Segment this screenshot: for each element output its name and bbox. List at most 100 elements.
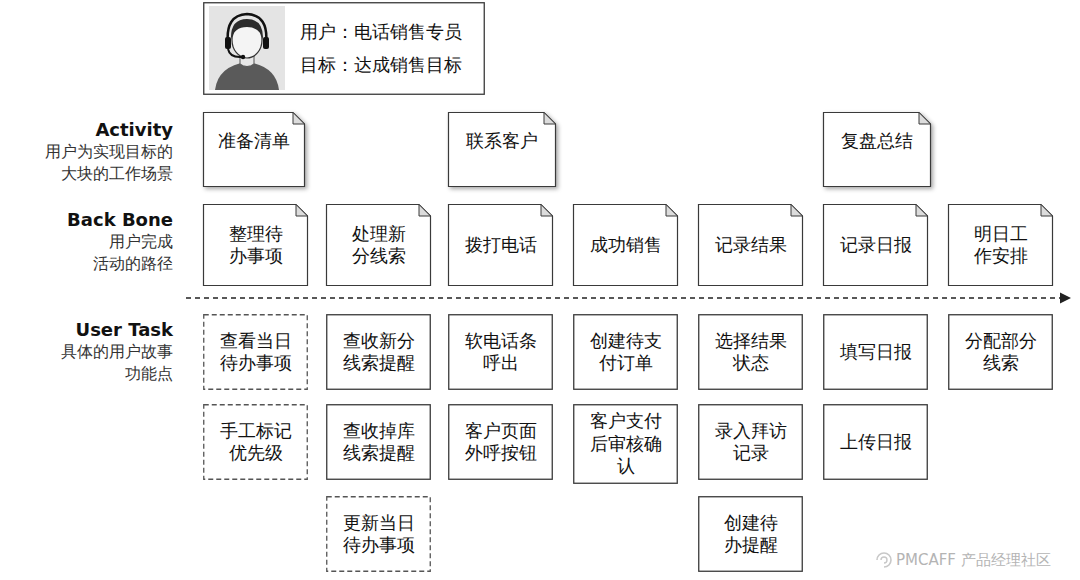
box-text: 客户页面 外呼按钮 (458, 420, 543, 465)
text-area: 复盘总结 (823, 112, 931, 187)
row-description: 具体的用户故事 功能点 (13, 341, 173, 384)
user-task-box: 查收新分 线索提醒 (326, 314, 431, 390)
box-outline-rect (574, 405, 678, 484)
note-outline (824, 113, 931, 187)
user-task-box: 创建待 办提醒 (698, 496, 803, 572)
note-outline (824, 205, 928, 286)
box-outline-rect (699, 405, 803, 480)
box-text: 联系客户 (466, 130, 538, 153)
text-area: 手工标记 优先级 (203, 404, 308, 480)
box-outline-rect (824, 315, 928, 390)
backbone-step: 整理待 办事项 (203, 204, 308, 286)
text-area: 记录日报 (823, 204, 928, 286)
note-outline (449, 205, 553, 286)
user-task-box: 客户支付 后审核确 认 (573, 404, 678, 484)
box-text: 分配部分 线索 (958, 330, 1043, 375)
box-outline-rect (204, 405, 308, 480)
text-area: 更新当日 待办事项 (326, 496, 431, 572)
user-task-box: 填写日报 (823, 314, 928, 390)
box-text: 明日工 作安排 (958, 223, 1043, 268)
text-area: 查收新分 线索提醒 (326, 314, 431, 390)
box-outline-rect (327, 405, 431, 480)
folded-corner (293, 113, 305, 125)
text-area: 准备清单 (203, 112, 305, 187)
text-area: 查看当日 待办事项 (203, 314, 308, 390)
box-text: 录入拜访 记录 (708, 420, 793, 465)
folded-corner (544, 113, 556, 125)
text-area: 成功销售 (573, 204, 678, 286)
user-task-box: 录入拜访 记录 (698, 404, 803, 480)
box-outline-rect (574, 315, 678, 390)
box-text: 手工标记 优先级 (213, 420, 298, 465)
text-area: 用户：电话销售专员目标：达成销售目标 (203, 2, 485, 95)
box-outline (203, 2, 485, 95)
optional-task-box: 更新当日 待办事项 (326, 496, 431, 572)
activity-note: 联系客户 (448, 112, 556, 187)
persona-text: 目标：达成销售目标 (300, 54, 462, 77)
optional-task-box: 查看当日 待办事项 (203, 314, 308, 390)
box-text: 记录日报 (840, 234, 912, 257)
user-task-box: 分配部分 线索 (948, 314, 1053, 390)
box-outline-rect (824, 405, 928, 480)
box-text: 拨打电话 (465, 234, 537, 257)
box-text: 整理待 办事项 (213, 223, 298, 268)
user-task-box: 客户页面 外呼按钮 (448, 404, 553, 480)
box-text: 填写日报 (840, 341, 912, 364)
box-outline-rect (449, 315, 553, 390)
activity-note: 准备清单 (203, 112, 305, 187)
backbone-step: 处理新 分线索 (326, 204, 431, 286)
optional-task-box: 手工标记 优先级 (203, 404, 308, 480)
text-area: 分配部分 线索 (948, 314, 1053, 390)
box-text: 创建待支 付订单 (583, 330, 668, 375)
box-text: 查收掉库 线索提醒 (336, 420, 421, 465)
text-area: 记录结果 (698, 204, 803, 286)
text-area: 创建待支 付订单 (573, 314, 678, 390)
box-text: 记录结果 (715, 234, 787, 257)
box-text: 上传日报 (840, 431, 912, 454)
folded-corner (666, 205, 678, 217)
user-task-box: 上传日报 (823, 404, 928, 480)
backbone-step: 拨打电话 (448, 204, 553, 286)
folded-corner (419, 205, 431, 217)
user-task-box: 创建待支 付订单 (573, 314, 678, 390)
text-area: 选择结果 状态 (698, 314, 803, 390)
note-outline (204, 205, 308, 286)
box-outline-rect (699, 497, 803, 572)
row-heading: Back Bone (13, 208, 173, 232)
folded-corner (916, 205, 928, 217)
box-text: 复盘总结 (841, 130, 913, 153)
folded-corner (541, 205, 553, 217)
text-area: 创建待 办提醒 (698, 496, 803, 572)
backbone-step: 明日工 作安排 (948, 204, 1053, 286)
backbone-step: 成功销售 (573, 204, 678, 286)
text-area: 录入拜访 记录 (698, 404, 803, 480)
box-text: 选择结果 状态 (708, 330, 793, 375)
text-area: 填写日报 (823, 314, 928, 390)
text-area: 客户页面 外呼按钮 (448, 404, 553, 480)
note-outline (449, 113, 556, 187)
box-outline-rect (327, 497, 431, 572)
box-outline-rect (327, 315, 431, 390)
box-outline-rect (204, 3, 485, 95)
box-text: 更新当日 待办事项 (336, 512, 421, 557)
row-description: 用户为实现目标的 大块的工作场景 (13, 141, 173, 184)
text-area: 明日工 作安排 (948, 204, 1053, 286)
row-heading: User Task (13, 318, 173, 342)
note-outline (204, 113, 305, 187)
note-outline (574, 205, 678, 286)
box-outline-rect (699, 315, 803, 390)
box-text: 创建待 办提醒 (708, 512, 793, 557)
box-outline-rect (449, 405, 553, 480)
note-outline (327, 205, 431, 286)
box-outline-rect (949, 315, 1053, 390)
text-area: 联系客户 (448, 112, 556, 187)
user-task-box: 查收掉库 线索提醒 (326, 404, 431, 480)
box-text: 查看当日 待办事项 (213, 330, 298, 375)
folded-corner (296, 205, 308, 217)
activity-note: 复盘总结 (823, 112, 931, 187)
text-area: 拨打电话 (448, 204, 553, 286)
text-area: 查收掉库 线索提醒 (326, 404, 431, 480)
box-outline-rect (204, 315, 308, 390)
note-outline (949, 205, 1053, 286)
